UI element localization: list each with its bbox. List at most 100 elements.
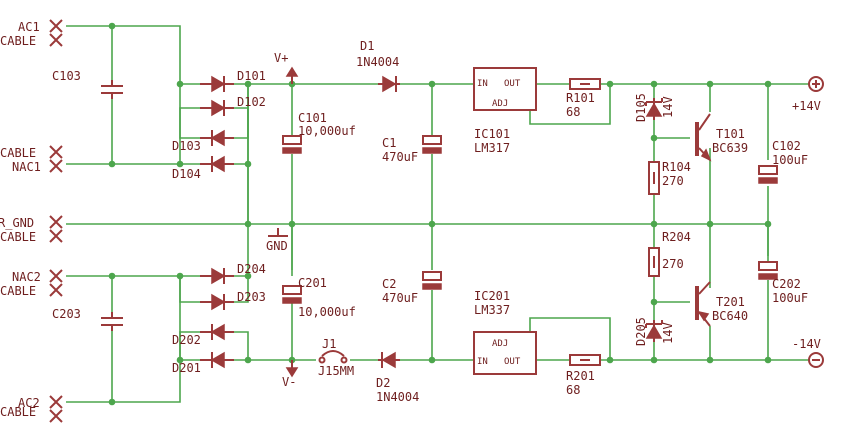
capacitor-c201[interactable]	[282, 285, 302, 304]
label-c202-value: 100uF	[772, 291, 808, 305]
label-ac2: AC2	[18, 396, 40, 410]
diode-d204[interactable]	[200, 267, 234, 285]
label-c2-value: 470uF	[382, 291, 418, 305]
transistor-t101[interactable]	[695, 113, 712, 162]
label-d2: D2	[376, 376, 390, 390]
label-out-neg: -14V	[792, 337, 821, 351]
label-j1-value: J15MM	[318, 364, 354, 378]
label-ic201: IC201	[474, 289, 510, 303]
label-c1-value: 470uF	[382, 150, 418, 164]
regulator-ic101[interactable]	[473, 67, 537, 111]
label-gnd-cable: CABLE	[0, 230, 36, 244]
vplus-symbol	[285, 66, 299, 84]
label-t201: T201	[716, 295, 745, 309]
connector-ac1[interactable]	[49, 19, 63, 47]
label-gnd: R_GND	[0, 216, 34, 230]
ic101-pin-adj: ADJ	[492, 99, 508, 109]
capacitor-c1[interactable]	[422, 135, 442, 154]
label-ac2-cable: CABLE	[0, 405, 36, 419]
label-j1: J1	[322, 337, 336, 351]
label-r104: R104	[662, 160, 691, 174]
label-r204-value: 270	[662, 257, 684, 271]
label-c203: C203	[52, 307, 81, 321]
wires	[66, 25, 812, 403]
label-c102-value: 100uF	[772, 153, 808, 167]
label-nac1-cable: CABLE	[0, 146, 36, 160]
capacitor-c202[interactable]	[758, 261, 778, 280]
capacitor-c101[interactable]	[282, 135, 302, 154]
zener-d205[interactable]	[645, 320, 663, 342]
label-t101-value: BC639	[712, 141, 748, 155]
diode-d203[interactable]	[200, 293, 234, 311]
terminal-neg[interactable]	[808, 352, 824, 368]
label-vminus: V-	[282, 375, 296, 389]
label-c101: C101	[298, 111, 327, 125]
ic201-pin-out: OUT	[504, 357, 521, 367]
jumper-j1[interactable]	[318, 350, 348, 364]
label-r201-value: 68	[566, 383, 580, 397]
label-c201-value: 10,000uf	[298, 305, 356, 319]
ic201-pin-in: IN	[477, 357, 488, 367]
label-d205-value: 14V	[661, 322, 675, 344]
label-nac2: NAC2	[12, 270, 41, 284]
label-t201-value: BC640	[712, 309, 748, 323]
diode-d202[interactable]	[200, 323, 234, 341]
capacitor-c203[interactable]	[101, 312, 123, 331]
regulator-ic201[interactable]	[473, 331, 537, 375]
label-r104-value: 270	[662, 174, 684, 188]
label-d102: D102	[237, 95, 266, 109]
label-c102: C102	[772, 139, 801, 153]
label-c1: C1	[382, 136, 396, 150]
label-c2: C2	[382, 277, 396, 291]
label-r201: R201	[566, 369, 595, 383]
label-c202: C202	[772, 277, 801, 291]
diode-d1[interactable]	[378, 75, 400, 93]
label-gnd-net: GND	[266, 239, 288, 253]
diode-d102[interactable]	[200, 99, 234, 117]
ic101-pin-out: OUT	[504, 79, 521, 89]
label-d105-value: 14V	[661, 96, 675, 118]
resistor-r104[interactable]	[648, 161, 660, 195]
gnd-symbol	[268, 228, 288, 237]
connector-nac2[interactable]	[49, 269, 63, 297]
label-ic201-value: LM337	[474, 303, 510, 317]
diode-d103[interactable]	[200, 129, 234, 147]
junction-dots	[108, 22, 772, 406]
label-c103: C103	[52, 69, 81, 83]
label-d101: D101	[237, 69, 266, 83]
capacitor-c103[interactable]	[101, 80, 123, 99]
label-ac1-cable: CABLE	[0, 34, 36, 48]
label-d103: D103	[172, 139, 201, 153]
ic101-pin-in: IN	[477, 79, 488, 89]
label-nac1: NAC1	[12, 160, 41, 174]
label-d202: D202	[172, 333, 201, 347]
transistor-t201[interactable]	[695, 281, 711, 327]
connector-ac2[interactable]	[49, 395, 63, 423]
label-ic101-value: LM317	[474, 141, 510, 155]
diode-d101[interactable]	[200, 75, 234, 93]
capacitor-c2[interactable]	[422, 271, 442, 290]
label-d204: D204	[237, 262, 266, 276]
label-out-pos: +14V	[792, 99, 821, 113]
capacitor-c102[interactable]	[758, 165, 778, 184]
label-c201: C201	[298, 276, 327, 290]
diode-d201[interactable]	[200, 351, 234, 369]
label-t101: T101	[716, 127, 745, 141]
label-r204: R204	[662, 230, 691, 244]
label-ic101: IC101	[474, 127, 510, 141]
ic201-pin-adj: ADJ	[492, 339, 508, 349]
terminal-pos[interactable]	[808, 76, 824, 92]
resistor-r204[interactable]	[648, 247, 660, 277]
diode-d2[interactable]	[378, 351, 400, 369]
resistor-r101[interactable]	[569, 78, 601, 90]
resistor-r201[interactable]	[569, 354, 601, 366]
label-vplus: V+	[274, 51, 288, 65]
vminus-symbol	[285, 360, 299, 378]
connector-nac1[interactable]	[49, 145, 63, 173]
zener-d105[interactable]	[645, 98, 663, 120]
connector-gnd[interactable]	[49, 215, 63, 243]
diode-d104[interactable]	[200, 155, 234, 173]
label-d1-value: 1N4004	[356, 55, 399, 69]
label-c101-value: 10,000uf	[298, 124, 356, 138]
